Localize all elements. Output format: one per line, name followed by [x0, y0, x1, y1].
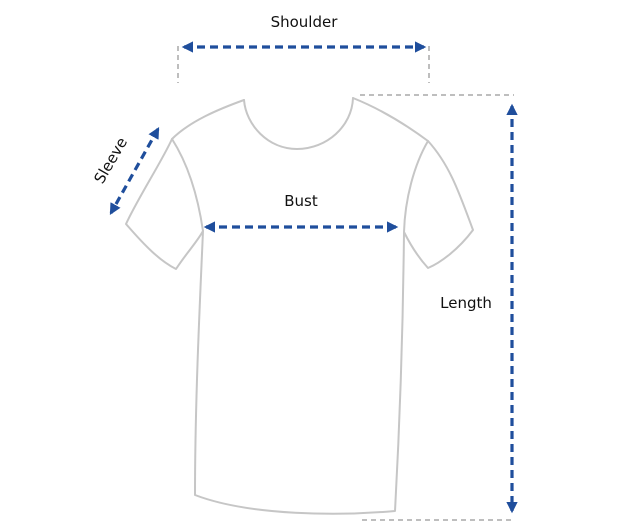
length-label: Length: [440, 294, 492, 312]
left-armhole-seam: [171, 138, 204, 232]
right-armhole-seam: [403, 140, 429, 233]
sleeve-arrow: [109, 126, 160, 216]
measurement-arrows: [109, 41, 518, 514]
guide-lines: [177, 46, 514, 521]
sleeve-label: Sleeve: [90, 134, 131, 187]
neckline-outline: [243, 97, 354, 150]
shoulder-label: Shoulder: [271, 13, 339, 31]
tshirt-outline: [125, 97, 474, 515]
tshirt-body-outline: [125, 97, 474, 515]
bust-label: Bust: [284, 192, 318, 210]
